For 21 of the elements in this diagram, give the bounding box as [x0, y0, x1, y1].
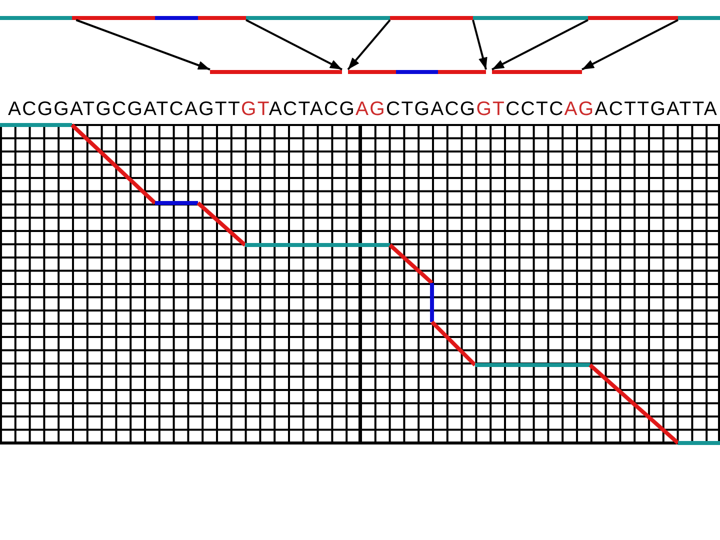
sequence-bar — [396, 70, 438, 74]
sequence-bar — [678, 16, 720, 20]
sequence-bar — [72, 16, 155, 20]
sequence-bar — [198, 16, 246, 20]
sequence-bar — [0, 16, 72, 20]
arrow — [246, 19, 342, 70]
arrow — [347, 19, 391, 70]
sequence-bar — [246, 16, 390, 20]
sequence-bar — [438, 70, 486, 74]
arrow — [472, 20, 488, 70]
sequence-bar — [210, 70, 342, 74]
arrow — [582, 19, 678, 70]
arrow — [76, 19, 210, 70]
sequence-bar — [390, 16, 473, 20]
sequence-bar — [588, 16, 678, 20]
arrow — [492, 19, 588, 70]
sequence-bar — [473, 16, 588, 20]
sequence-bar — [492, 70, 582, 74]
dna-sequence: ACGGATGCGATCAGTTGTACTACGAGCTGACGGTCCTCAGACTTGATTA — [8, 97, 717, 121]
sequence-bar — [348, 70, 396, 74]
sequence-bar — [155, 16, 198, 20]
